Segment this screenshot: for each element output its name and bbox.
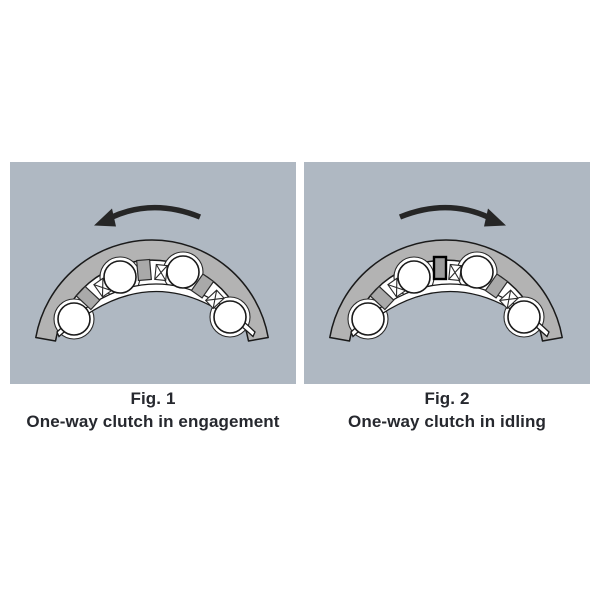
fig1-diagram-background <box>10 162 296 384</box>
apex-cage-block <box>136 258 152 282</box>
fig1-description: One-way clutch in engagement <box>26 412 280 431</box>
rotation-arrow-right-icon <box>400 208 506 227</box>
rotation-arrow-left-icon <box>94 208 200 227</box>
fig2-caption: Fig. 2 One-way clutch in idling <box>304 387 590 433</box>
fig2-clutch-diagram <box>328 162 564 342</box>
fig1-title: Fig. 1 <box>130 389 176 408</box>
fig2-diagram-background <box>304 162 590 384</box>
fig1-clutch-diagram <box>34 162 270 342</box>
fig2-description: One-way clutch in idling <box>348 412 546 431</box>
fig1-caption: Fig. 1 One-way clutch in engagement <box>10 387 296 433</box>
figure-1-panel: Fig. 1 One-way clutch in engagement <box>10 162 296 433</box>
fig2-title: Fig. 2 <box>424 389 470 408</box>
figure-2-panel: Fig. 2 One-way clutch in idling <box>304 162 590 433</box>
apex-cage-block-highlighted <box>432 255 448 281</box>
